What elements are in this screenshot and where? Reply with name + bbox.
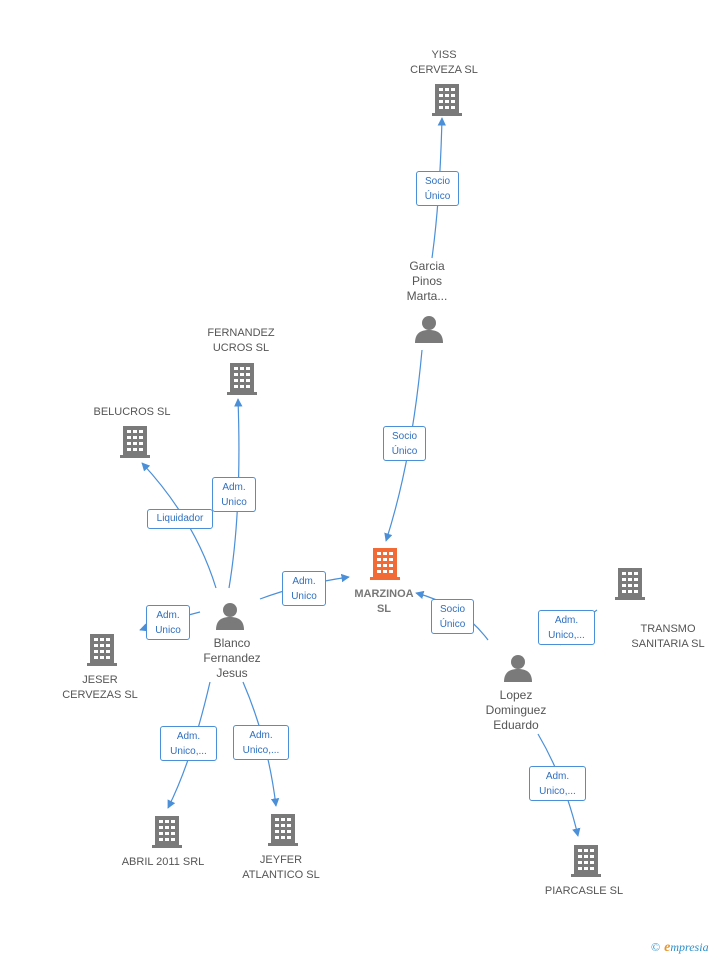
node-label-yiss[interactable]: YISS CERVEZA SL: [410, 49, 478, 76]
blanco-person-icon[interactable]: [216, 603, 244, 630]
edge-label-blanco-abril[interactable]: Adm. Unico,...: [160, 726, 217, 761]
empresia-logo: ©empresia: [651, 940, 709, 955]
lopez-person-icon[interactable]: [504, 655, 532, 682]
garcia-person-icon[interactable]: [415, 316, 443, 343]
transmo-building-icon[interactable]: [615, 568, 645, 600]
node-label-transmo-wrap: TRANSMO SANITARIA SL: [632, 607, 712, 667]
edge-label-blanco-marzinoa[interactable]: Adm. Unico: [282, 571, 326, 606]
edge-label-garcia-marzinoa[interactable]: Socio Único: [383, 426, 426, 461]
edge-label-blanco-jeyfer[interactable]: Adm. Unico,...: [233, 725, 289, 760]
node-label-jeyfer[interactable]: JEYFER ATLANTICO SL: [242, 854, 320, 881]
yiss-building-icon[interactable]: [432, 84, 462, 116]
edge-label-blanco-fernandez[interactable]: Adm. Unico: [212, 477, 256, 512]
edge-label-garcia-yiss[interactable]: Socio Único: [416, 171, 459, 206]
node-label-belucros[interactable]: BELUCROS SL: [93, 406, 171, 418]
node-label-lopez[interactable]: Lopez Dominguez Eduardo: [485, 688, 547, 732]
edge-label-blanco-belucros[interactable]: Liquidador: [147, 509, 213, 529]
node-label-fernandez-ucros[interactable]: FERNANDEZ UCROS SL: [207, 327, 275, 354]
jeyfer-building-icon[interactable]: [268, 814, 298, 846]
edge-label-blanco-jeser[interactable]: Adm. Unico: [146, 605, 190, 640]
edge-label-lopez-marzinoa[interactable]: Socio Único: [431, 599, 474, 634]
node-label-garcia[interactable]: Garcia Pinos Marta...: [406, 259, 448, 303]
node-label-transmo[interactable]: TRANSMO SANITARIA SL: [632, 623, 705, 650]
marzinoa-building-icon[interactable]: [370, 548, 400, 580]
edge-label-lopez-transmo[interactable]: Adm. Unico,...: [538, 610, 595, 645]
belucros-building-icon[interactable]: [120, 426, 150, 458]
node-label-piarcasle[interactable]: PIARCASLE SL: [544, 885, 624, 897]
edge-label-lopez-piarcasle[interactable]: Adm. Unico,...: [529, 766, 586, 801]
piarcasle-building-icon[interactable]: [571, 845, 601, 877]
node-label-blanco[interactable]: Blanco Fernandez Jesus: [203, 636, 261, 680]
abril-building-icon[interactable]: [152, 816, 182, 848]
node-label-jeser[interactable]: JESER CERVEZAS SL: [62, 674, 138, 701]
node-label-marzinoa[interactable]: MARZINOA SL: [354, 588, 414, 615]
copyright-icon: ©: [651, 940, 661, 954]
fernandez-ucros-building-icon[interactable]: [227, 363, 257, 395]
node-label-abril[interactable]: ABRIL 2011 SRL: [121, 856, 205, 868]
jeser-building-icon[interactable]: [87, 634, 117, 666]
